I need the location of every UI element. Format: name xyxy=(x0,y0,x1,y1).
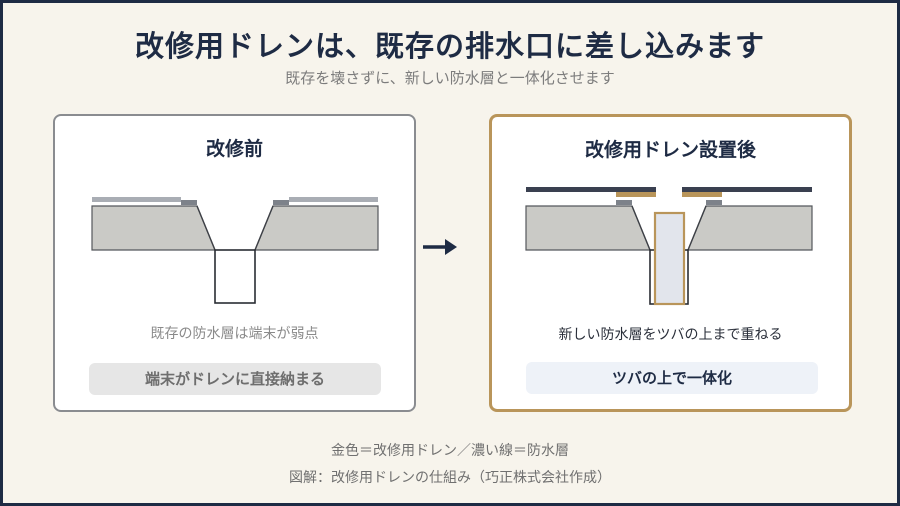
new-membrane-right xyxy=(682,187,812,192)
concrete-slab-right xyxy=(254,205,379,251)
panel-after-pill: ツバの上で一体化 xyxy=(526,362,818,394)
old-membrane-right xyxy=(289,197,378,202)
membrane-end-right xyxy=(273,200,289,205)
panel-before-caption: 既存の防水層は端末が弱点 xyxy=(150,326,319,342)
panel-after: 改修用ドレン設置後 新しい防水層をツバの上まで重ねる ツバの上で一体化 xyxy=(489,114,852,412)
panel-before: 改修前 既存の防水層は端末が弱点 端末がドレンに直接納まる xyxy=(53,114,416,412)
renovation-drain-sleeve xyxy=(653,211,686,306)
panel-before-pill: 端末がドレンに直接納まる xyxy=(89,363,381,395)
existing-drain-pipe xyxy=(214,249,256,304)
existing-drain-funnel-left xyxy=(196,205,216,251)
existing-drain-funnel-right xyxy=(254,205,274,251)
old-membrane-end-left xyxy=(616,200,632,205)
page-subtitle: 既存を壊さずに、新しい防水層と一体化させます xyxy=(285,69,615,87)
page-title: 改修用ドレンは、既存の排水口に差し込みます xyxy=(134,29,765,63)
old-membrane-left xyxy=(92,197,181,202)
concrete-slab-left xyxy=(525,205,651,251)
panel-after-title: 改修用ドレン設置後 xyxy=(584,139,756,161)
renovation-drain-flange-right xyxy=(682,192,722,197)
legend-note: 金色＝改修用ドレン／濃い線＝防水層 xyxy=(331,443,569,459)
existing-drain-funnel-right xyxy=(687,205,707,251)
old-membrane-end-right xyxy=(706,200,722,205)
existing-drain-funnel-left xyxy=(631,205,651,251)
arrow-right-icon xyxy=(423,239,457,255)
credit-note: 図解：改修用ドレンの仕組み（巧正株式会社作成） xyxy=(289,470,611,486)
panel-before-title: 改修前 xyxy=(205,138,263,160)
page: 改修用ドレンは、既存の排水口に差し込みます 既存を壊さずに、新しい防水層と一体化… xyxy=(3,3,897,503)
concrete-slab-left xyxy=(91,205,216,251)
diagram-after xyxy=(525,187,813,306)
diagram-before xyxy=(91,197,379,304)
renovation-drain-flange-left xyxy=(616,192,656,197)
new-membrane-left xyxy=(526,187,656,192)
membrane-end-left xyxy=(181,200,197,205)
concrete-slab-right xyxy=(687,205,813,251)
panel-after-caption: 新しい防水層をツバの上まで重ねる xyxy=(558,327,783,343)
